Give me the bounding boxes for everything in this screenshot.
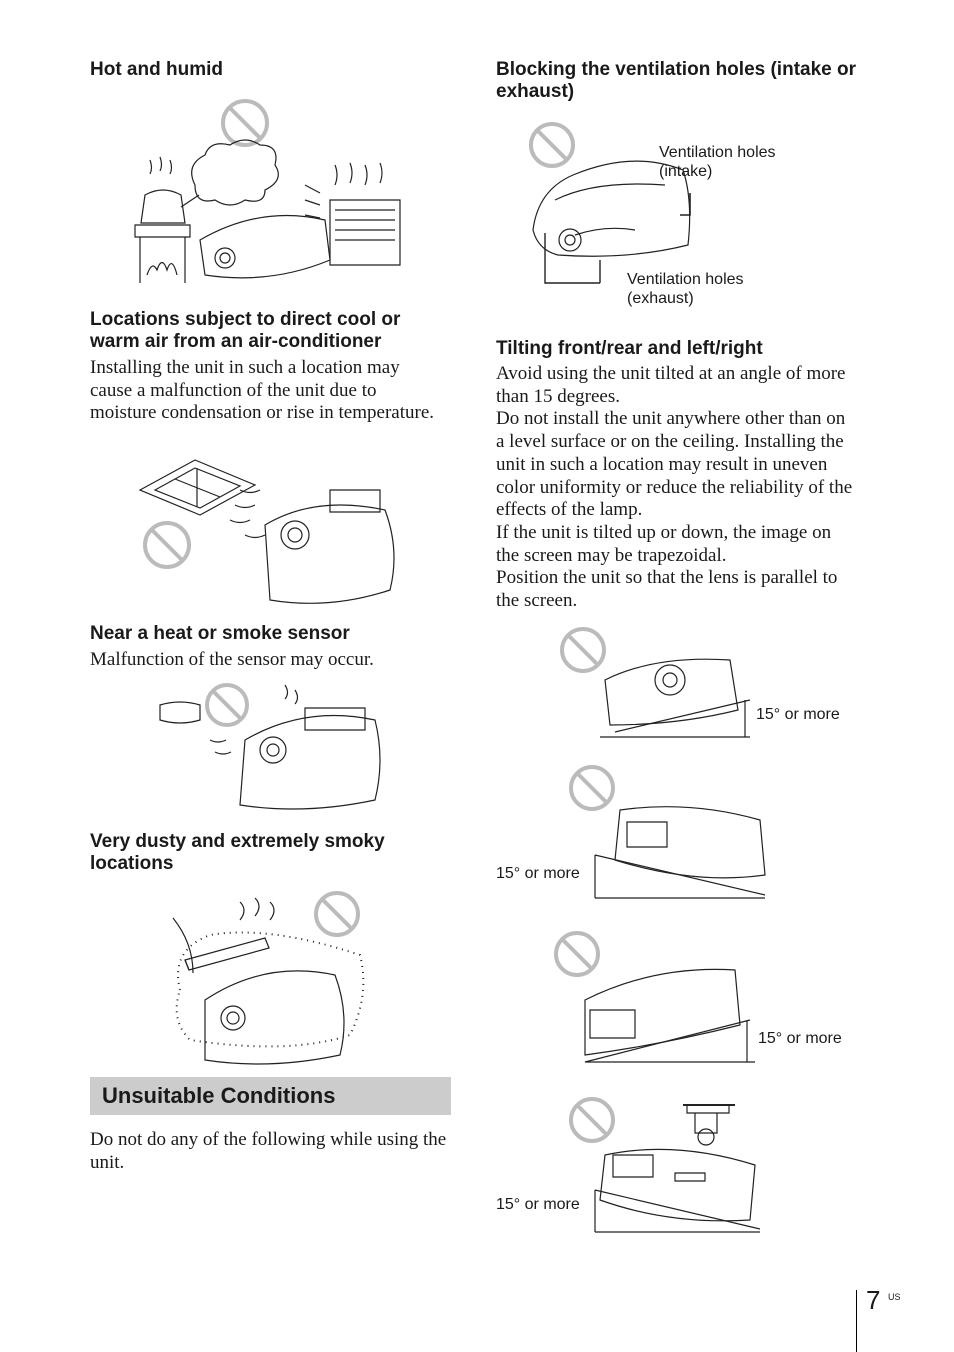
- illustration-tilt-1: [555, 620, 755, 740]
- prohibition-icon: [571, 1099, 613, 1141]
- label-angle-4: 15° or more: [496, 1196, 580, 1213]
- text-tilting: Avoid using the unit tilted at an angle …: [496, 363, 853, 612]
- prohibition-icon: [316, 893, 358, 935]
- prohibition-icon: [556, 933, 598, 975]
- section-header-unsuitable-conditions: Unsuitable Conditions: [90, 1077, 451, 1115]
- heading-ventilation: Blocking the ventilation holes (intake o…: [496, 59, 856, 102]
- smoke-sensor: [160, 702, 200, 723]
- illustration-heat-sensor: [155, 680, 385, 810]
- label-angle-2: 15° or more: [496, 865, 580, 882]
- prohibition-icon: [145, 523, 189, 567]
- label-intake: Ventilation holes (intake): [659, 144, 776, 180]
- illustration-dusty: [165, 890, 370, 1065]
- heading-dusty: Very dusty and extremely smoky locations: [90, 831, 385, 874]
- prohibition-icon: [207, 685, 247, 725]
- illustration-air-conditioner: [135, 455, 405, 605]
- illustration-ventilation: [525, 115, 700, 285]
- section-title: Unsuitable Conditions: [102, 1083, 336, 1108]
- prohibition-icon: [223, 101, 267, 145]
- text-heat-sensor: Malfunction of the sensor may occur.: [90, 649, 374, 670]
- heading-cool-warm-air: Locations subject to direct cool or warm…: [90, 309, 401, 352]
- page-rule: [856, 1290, 857, 1352]
- heading-hot-humid: Hot and humid: [90, 59, 223, 80]
- text-cool-warm-air: Installing the unit in such a location m…: [90, 357, 435, 424]
- prohibition-icon: [571, 767, 613, 809]
- prohibition-icon: [562, 629, 604, 671]
- illustration-tilt-2: [565, 760, 775, 905]
- heading-heat-sensor: Near a heat or smoke sensor: [90, 623, 350, 644]
- page-suffix: US: [888, 1292, 901, 1302]
- label-angle-1: 15° or more: [756, 706, 840, 723]
- page-number: 7: [866, 1285, 881, 1315]
- illustration-hot-humid: [125, 95, 415, 290]
- prohibition-icon: [531, 124, 573, 166]
- illustration-tilt-4: [565, 1095, 770, 1235]
- heading-tilting: Tilting front/rear and left/right: [496, 338, 763, 359]
- illustration-tilt-3: [555, 925, 755, 1065]
- label-angle-3: 15° or more: [758, 1030, 842, 1047]
- label-exhaust: Ventilation holes (exhaust): [627, 271, 744, 307]
- text-unsuitable-conditions: Do not do any of the following while usi…: [90, 1129, 447, 1173]
